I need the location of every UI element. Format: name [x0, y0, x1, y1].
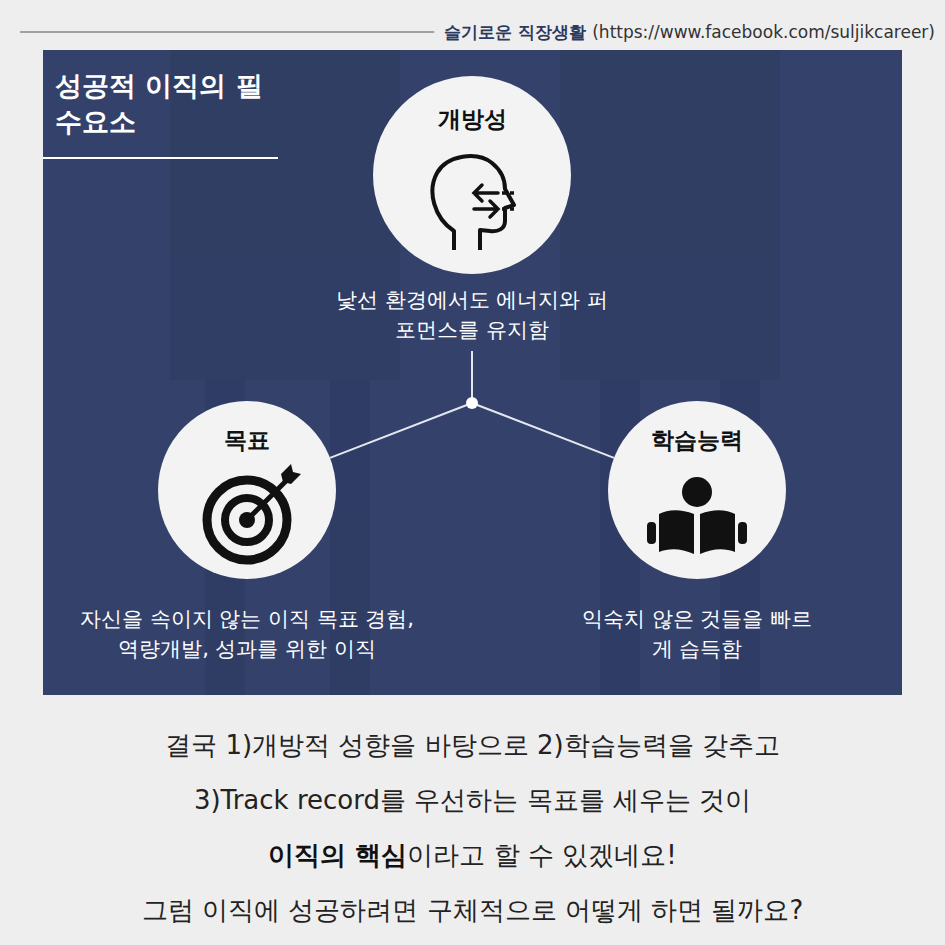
hub-dot: [466, 397, 478, 409]
title-underline: [43, 157, 278, 159]
connector-line: [330, 351, 472, 458]
node-heading: 개방성: [372, 105, 572, 133]
caption-text: 결국 1)개방적 성향을 바탕으로 2)학습능력을 갖추고: [165, 730, 780, 760]
title-text: 성공적 이직의 필수요소: [55, 70, 263, 137]
background-photo: [170, 50, 780, 695]
circle-outline: [372, 75, 572, 275]
icon: [432, 156, 514, 250]
circle-node: 개방성낯선 환경에서도 에너지와 퍼포먼스를 유지함: [327, 75, 617, 345]
caption-line: 결국 1)개방적 성향을 바탕으로 2)학습능력을 갖추고: [0, 728, 945, 762]
icon: [647, 477, 747, 554]
caption-text: 그럼 이직에 성공하려면 구체적으로 어떻게 하면 될까요?: [142, 895, 803, 925]
node-description: 낯선 환경에서도 에너지와 퍼포먼스를 유지함: [327, 285, 617, 345]
circle-shape: 목표: [157, 400, 337, 580]
icon: [207, 464, 301, 560]
circle-shape: 개방성: [372, 75, 572, 275]
circle-outline: [607, 400, 787, 580]
diagram-title: 성공적 이직의 필수요소: [55, 68, 265, 140]
caption-text: 3)Track record를 우선하는 목표를 세우는 것이: [194, 785, 751, 815]
node-heading: 목표: [157, 426, 337, 454]
node-description: 익숙치 않은 것들을 빠르게 습득함: [577, 604, 817, 664]
circle-node: 학습능력익숙치 않은 것들을 빠르게 습득함: [577, 400, 817, 664]
caption-emphasis: 이직의 핵심: [268, 840, 407, 870]
brand-name: 슬기로운 직장생활: [444, 22, 586, 42]
node-description: 자신을 속이지 않는 이직 목표 경험, 역량개발, 성과를 위한 이직: [77, 604, 417, 664]
connector-line: [472, 351, 614, 458]
node-heading: 학습능력: [607, 426, 787, 454]
circle-outline: [157, 400, 337, 580]
caption-text: 이라고 할 수 있겠네요!: [407, 840, 676, 870]
caption-line: 그럼 이직에 성공하려면 구체적으로 어떻게 하면 될까요?: [0, 893, 945, 927]
caption-line: 3)Track record를 우선하는 목표를 세우는 것이: [0, 783, 945, 817]
brand-url: (https://www.facebook.com/suljikcareer): [592, 22, 935, 42]
circle-shape: 학습능력: [607, 400, 787, 580]
header-rule: [20, 31, 434, 32]
dark-panel: [43, 50, 902, 695]
caption-line: 이직의 핵심이라고 할 수 있겠네요!: [0, 838, 945, 872]
circle-node: 목표자신을 속이지 않는 이직 목표 경험, 역량개발, 성과를 위한 이직: [77, 400, 417, 664]
header: 슬기로운 직장생활 (https://www.facebook.com/sulji…: [444, 20, 935, 44]
